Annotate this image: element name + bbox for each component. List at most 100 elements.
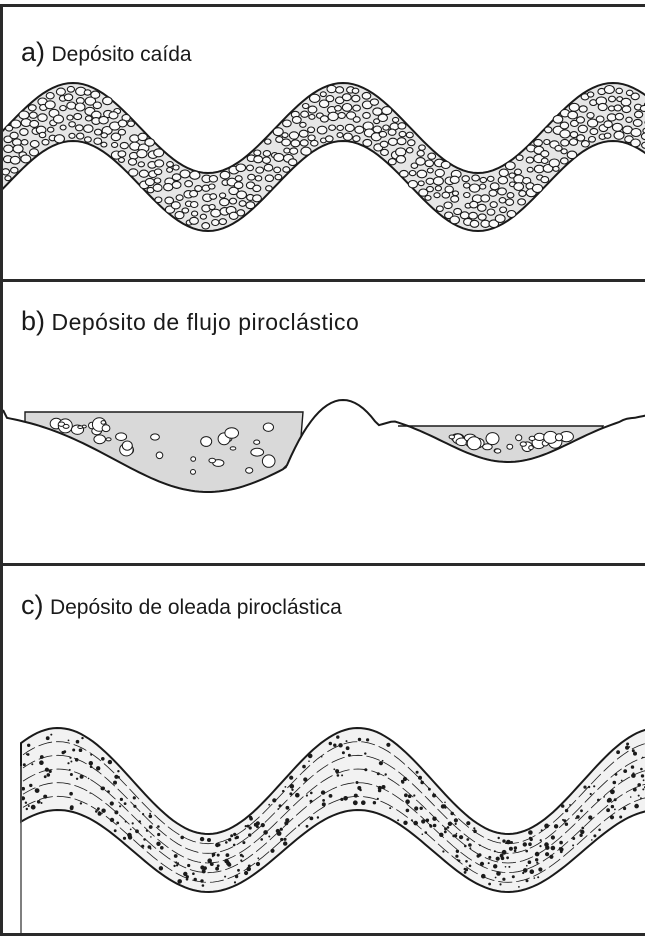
- fall-clast: [614, 131, 624, 139]
- surge-grain: [290, 784, 295, 789]
- fall-clast: [545, 127, 552, 133]
- surge-grain: [464, 868, 467, 871]
- surge-grain: [31, 805, 36, 810]
- surge-grain: [518, 886, 520, 888]
- fall-clast: [192, 211, 198, 216]
- fall-clast: [128, 121, 135, 127]
- surge-grain: [279, 804, 282, 807]
- fall-clast: [46, 93, 54, 99]
- surge-grain: [404, 778, 406, 780]
- surge-grain: [23, 763, 26, 766]
- surge-grain: [481, 874, 486, 879]
- fall-clast: [145, 178, 154, 185]
- fall-clast: [362, 92, 371, 99]
- surge-grain: [386, 743, 390, 747]
- fall-clast: [569, 103, 579, 111]
- surge-grain: [530, 869, 535, 874]
- surge-grain: [26, 808, 28, 810]
- surge-grain: [90, 765, 93, 768]
- surge-grain: [79, 748, 83, 752]
- fall-clast: [561, 139, 569, 146]
- fall-clast: [581, 141, 589, 147]
- fall-clast: [311, 140, 318, 146]
- surge-grain: [76, 778, 78, 780]
- fall-clast: [425, 196, 431, 201]
- surge-grain: [607, 798, 612, 803]
- surge-grain: [643, 779, 645, 781]
- fall-clast: [303, 104, 309, 109]
- flow-clast: [246, 468, 253, 474]
- fall-clast: [631, 93, 639, 100]
- surge-grain: [540, 839, 542, 841]
- fall-clast: [283, 167, 290, 173]
- surge-grain: [244, 871, 248, 875]
- fall-clast: [84, 90, 91, 95]
- fall-clast: [342, 104, 352, 112]
- surge-grain: [177, 879, 182, 884]
- surge-grain: [308, 760, 310, 762]
- fall-clast: [327, 85, 336, 92]
- fall-clast: [237, 210, 245, 216]
- surge-grain: [246, 867, 251, 872]
- surge-grain: [143, 838, 146, 841]
- surge-grain: [534, 877, 536, 879]
- surge-grain: [124, 802, 127, 805]
- fall-clast: [180, 170, 190, 178]
- surge-grain: [107, 790, 110, 793]
- panel-b-flow-deposit: b) Depósito de flujo piroclástico: [0, 282, 645, 566]
- fall-clast: [343, 133, 352, 140]
- surge-grain: [72, 749, 75, 752]
- surge-grain: [565, 823, 568, 826]
- fall-clast: [247, 165, 254, 171]
- fall-clast: [409, 171, 416, 176]
- surge-grain: [200, 837, 204, 841]
- fall-clast: [209, 184, 215, 189]
- flow-clast: [263, 423, 273, 431]
- fall-clast: [254, 156, 263, 163]
- fall-clast: [246, 202, 255, 209]
- surge-grain: [642, 757, 644, 759]
- surge-grain: [44, 775, 47, 778]
- fall-clast: [202, 223, 210, 229]
- surge-grain: [456, 850, 459, 853]
- surge-grain: [41, 802, 43, 804]
- surge-grain: [537, 876, 539, 878]
- surge-grain: [39, 760, 44, 765]
- flow-clast: [262, 455, 275, 467]
- fall-clast: [54, 115, 64, 123]
- fall-clast: [514, 183, 524, 191]
- fall-clast: [210, 194, 217, 200]
- surge-grain: [120, 798, 123, 801]
- surge-grain: [468, 843, 472, 847]
- fall-clast: [229, 198, 236, 204]
- surge-grain: [623, 769, 627, 773]
- fall-clast: [363, 112, 371, 118]
- surge-grain: [404, 793, 408, 797]
- fall-clast: [67, 102, 76, 109]
- surge-grain: [31, 763, 33, 765]
- surge-grain: [389, 807, 391, 809]
- surge-grain: [514, 850, 517, 853]
- surge-grain: [302, 765, 306, 769]
- fall-clast: [112, 142, 118, 147]
- fall-clast: [30, 149, 39, 156]
- surge-grain: [572, 844, 574, 846]
- fall-clast: [255, 176, 262, 181]
- surge-grain: [638, 795, 640, 797]
- surge-grain: [29, 784, 32, 787]
- surge-grain: [289, 776, 293, 780]
- flow-clast: [230, 447, 236, 450]
- fall-clast: [406, 148, 413, 153]
- surge-grain: [235, 837, 238, 840]
- surge-grain: [526, 865, 528, 867]
- surge-grain: [277, 808, 279, 810]
- surge-grain: [43, 795, 47, 799]
- surge-grain: [70, 806, 74, 810]
- fall-clast: [289, 132, 298, 139]
- surge-grain: [413, 794, 415, 796]
- fall-clast: [118, 120, 127, 127]
- flow-clast: [251, 448, 264, 456]
- surge-grain: [442, 850, 444, 852]
- surge-grain: [346, 740, 348, 742]
- surge-grain: [261, 823, 265, 827]
